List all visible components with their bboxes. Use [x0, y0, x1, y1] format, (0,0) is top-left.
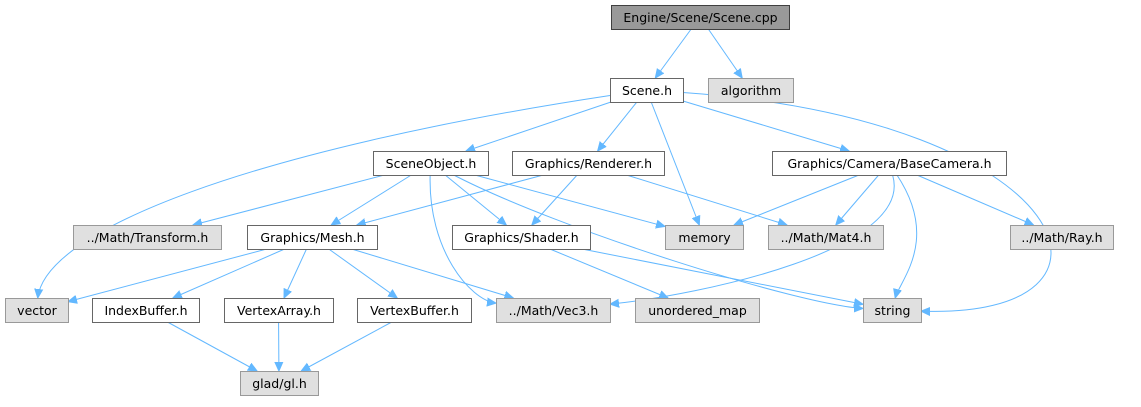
edge-sceneobject-h-to-mesh-h: [331, 175, 411, 225]
node-label: Graphics/Renderer.h: [525, 156, 652, 171]
node-label: ../Math/Mat4.h: [781, 230, 872, 245]
node-label: VertexArray.h: [237, 303, 321, 318]
node-mesh-h[interactable]: Graphics/Mesh.h: [248, 226, 378, 250]
node-label: ../Math/Transform.h: [87, 230, 209, 245]
node-string: string: [864, 299, 922, 323]
node-sceneobject-h[interactable]: SceneObject.h: [374, 152, 489, 176]
node-scene-h[interactable]: Scene.h: [611, 79, 684, 103]
node-label: SceneObject.h: [386, 156, 477, 171]
edge-sceneobject-h-to-transform-h: [193, 175, 385, 225]
node-label: Graphics/Camera/BaseCamera.h: [787, 156, 991, 171]
node-vertexbuffer-h[interactable]: VertexBuffer.h: [358, 299, 472, 323]
node-label: algorithm: [721, 83, 781, 98]
edge-scene-h-to-vector: [38, 96, 610, 298]
edge-renderer-h-to-shader-h: [532, 175, 577, 225]
edge-scene-cpp-to-scene-h: [655, 29, 691, 78]
node-label: ../Math/Vec3.h: [509, 303, 599, 318]
node-label: vector: [17, 303, 58, 318]
node-algorithm: algorithm: [709, 79, 794, 103]
node-label: Graphics/Shader.h: [464, 230, 578, 245]
edge-scene-h-to-sceneobject-h: [466, 102, 611, 151]
edge-scene-h-to-string: [683, 93, 1051, 312]
edge-basecamera-h-to-ray-h: [917, 175, 1034, 225]
node-vertexarray-h[interactable]: VertexArray.h: [225, 299, 334, 323]
node-label: Engine/Scene/Scene.cpp: [623, 10, 777, 25]
edge-renderer-h-to-mat4-h: [627, 175, 787, 225]
node-label: VertexBuffer.h: [370, 303, 459, 318]
edge-vertexbuffer-h-to-gl-h: [301, 322, 392, 371]
edge-mesh-h-to-vec3-h: [352, 249, 514, 298]
node-label: glad/gl.h: [252, 376, 307, 391]
node-label: Graphics/Mesh.h: [260, 230, 364, 245]
edge-basecamera-h-to-string: [895, 175, 917, 298]
edge-mesh-h-to-indexbuffer-h: [173, 249, 285, 298]
node-label: Scene.h: [622, 83, 672, 98]
edge-mesh-h-to-vector: [68, 249, 267, 302]
node-vector: vector: [6, 299, 69, 323]
node-transform-h: ../Math/Transform.h: [74, 226, 222, 250]
edge-shader-h-to-string: [582, 249, 863, 304]
edge-shader-h-to-unordered-map: [550, 249, 668, 298]
node-label: unordered_map: [648, 303, 747, 318]
node-label: ../Math/Ray.h: [1021, 230, 1102, 245]
node-basecamera-h[interactable]: Graphics/Camera/BaseCamera.h: [773, 152, 1007, 176]
edge-basecamera-h-to-memory: [734, 175, 859, 225]
node-mat4-h: ../Math/Mat4.h: [769, 226, 884, 250]
node-ray-h: ../Math/Ray.h: [1011, 226, 1114, 250]
node-memory: memory: [666, 226, 744, 250]
edge-scene-h-to-renderer-h: [598, 102, 637, 151]
node-shader-h[interactable]: Graphics/Shader.h: [453, 226, 591, 250]
edge-renderer-h-to-mesh-h: [357, 175, 543, 225]
node-gl-h: glad/gl.h: [241, 372, 319, 396]
edge-scene-cpp-to-algorithm: [708, 29, 742, 78]
edge-indexbuffer-h-to-gl-h: [167, 322, 257, 371]
node-label: IndexBuffer.h: [104, 303, 187, 318]
node-label: memory: [678, 230, 731, 245]
node-label: string: [875, 303, 911, 318]
edge-scene-h-to-basecamera-h: [683, 101, 849, 151]
node-unordered-map: unordered_map: [636, 299, 760, 323]
edge-mesh-h-to-vertexbuffer-h: [329, 249, 397, 298]
edge-mesh-h-to-vertexarray-h: [284, 249, 306, 298]
edge-sceneobject-h-to-shader-h: [445, 175, 506, 225]
edge-basecamera-h-to-mat4-h: [836, 175, 879, 225]
node-renderer-h[interactable]: Graphics/Renderer.h: [513, 152, 665, 176]
node-vec3-h: ../Math/Vec3.h: [497, 299, 611, 323]
node-indexbuffer-h[interactable]: IndexBuffer.h: [93, 299, 200, 323]
node-scene-cpp: Engine/Scene/Scene.cpp: [612, 6, 790, 30]
